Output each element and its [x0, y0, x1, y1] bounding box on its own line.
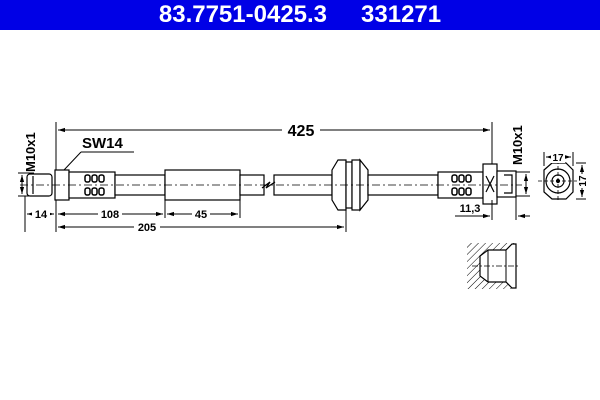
wrench-size-label: SW14	[82, 135, 124, 152]
wrench-size-callout: SW14	[63, 135, 134, 171]
overall-length-label: 425	[288, 123, 315, 140]
dim-108-label: 108	[101, 209, 119, 221]
dim-45-label: 45	[195, 209, 207, 221]
title-bar: 83.7751-0425.3 331271	[0, 0, 600, 30]
bottom-dimensions	[27, 200, 347, 232]
port-section-view	[467, 243, 518, 289]
dim-205-label: 205	[138, 222, 156, 234]
right-thread-label: M10x1	[510, 125, 525, 165]
dim-14-label: 14	[35, 209, 48, 221]
end-view	[538, 160, 580, 202]
end-view-height-label: 17	[578, 175, 589, 187]
end-view-width-label: 17	[552, 153, 564, 164]
dimension-425: 425	[55, 122, 493, 172]
part-number: 83.7751-0425.3	[158, 1, 328, 28]
right-thread-dimension	[455, 171, 530, 220]
left-thread-label: M10x1	[23, 132, 38, 172]
reference-number: 331271	[361, 1, 442, 28]
dim-11-3-label: 11,3	[460, 203, 481, 215]
left-thread-dimension: M10x1	[18, 132, 38, 232]
